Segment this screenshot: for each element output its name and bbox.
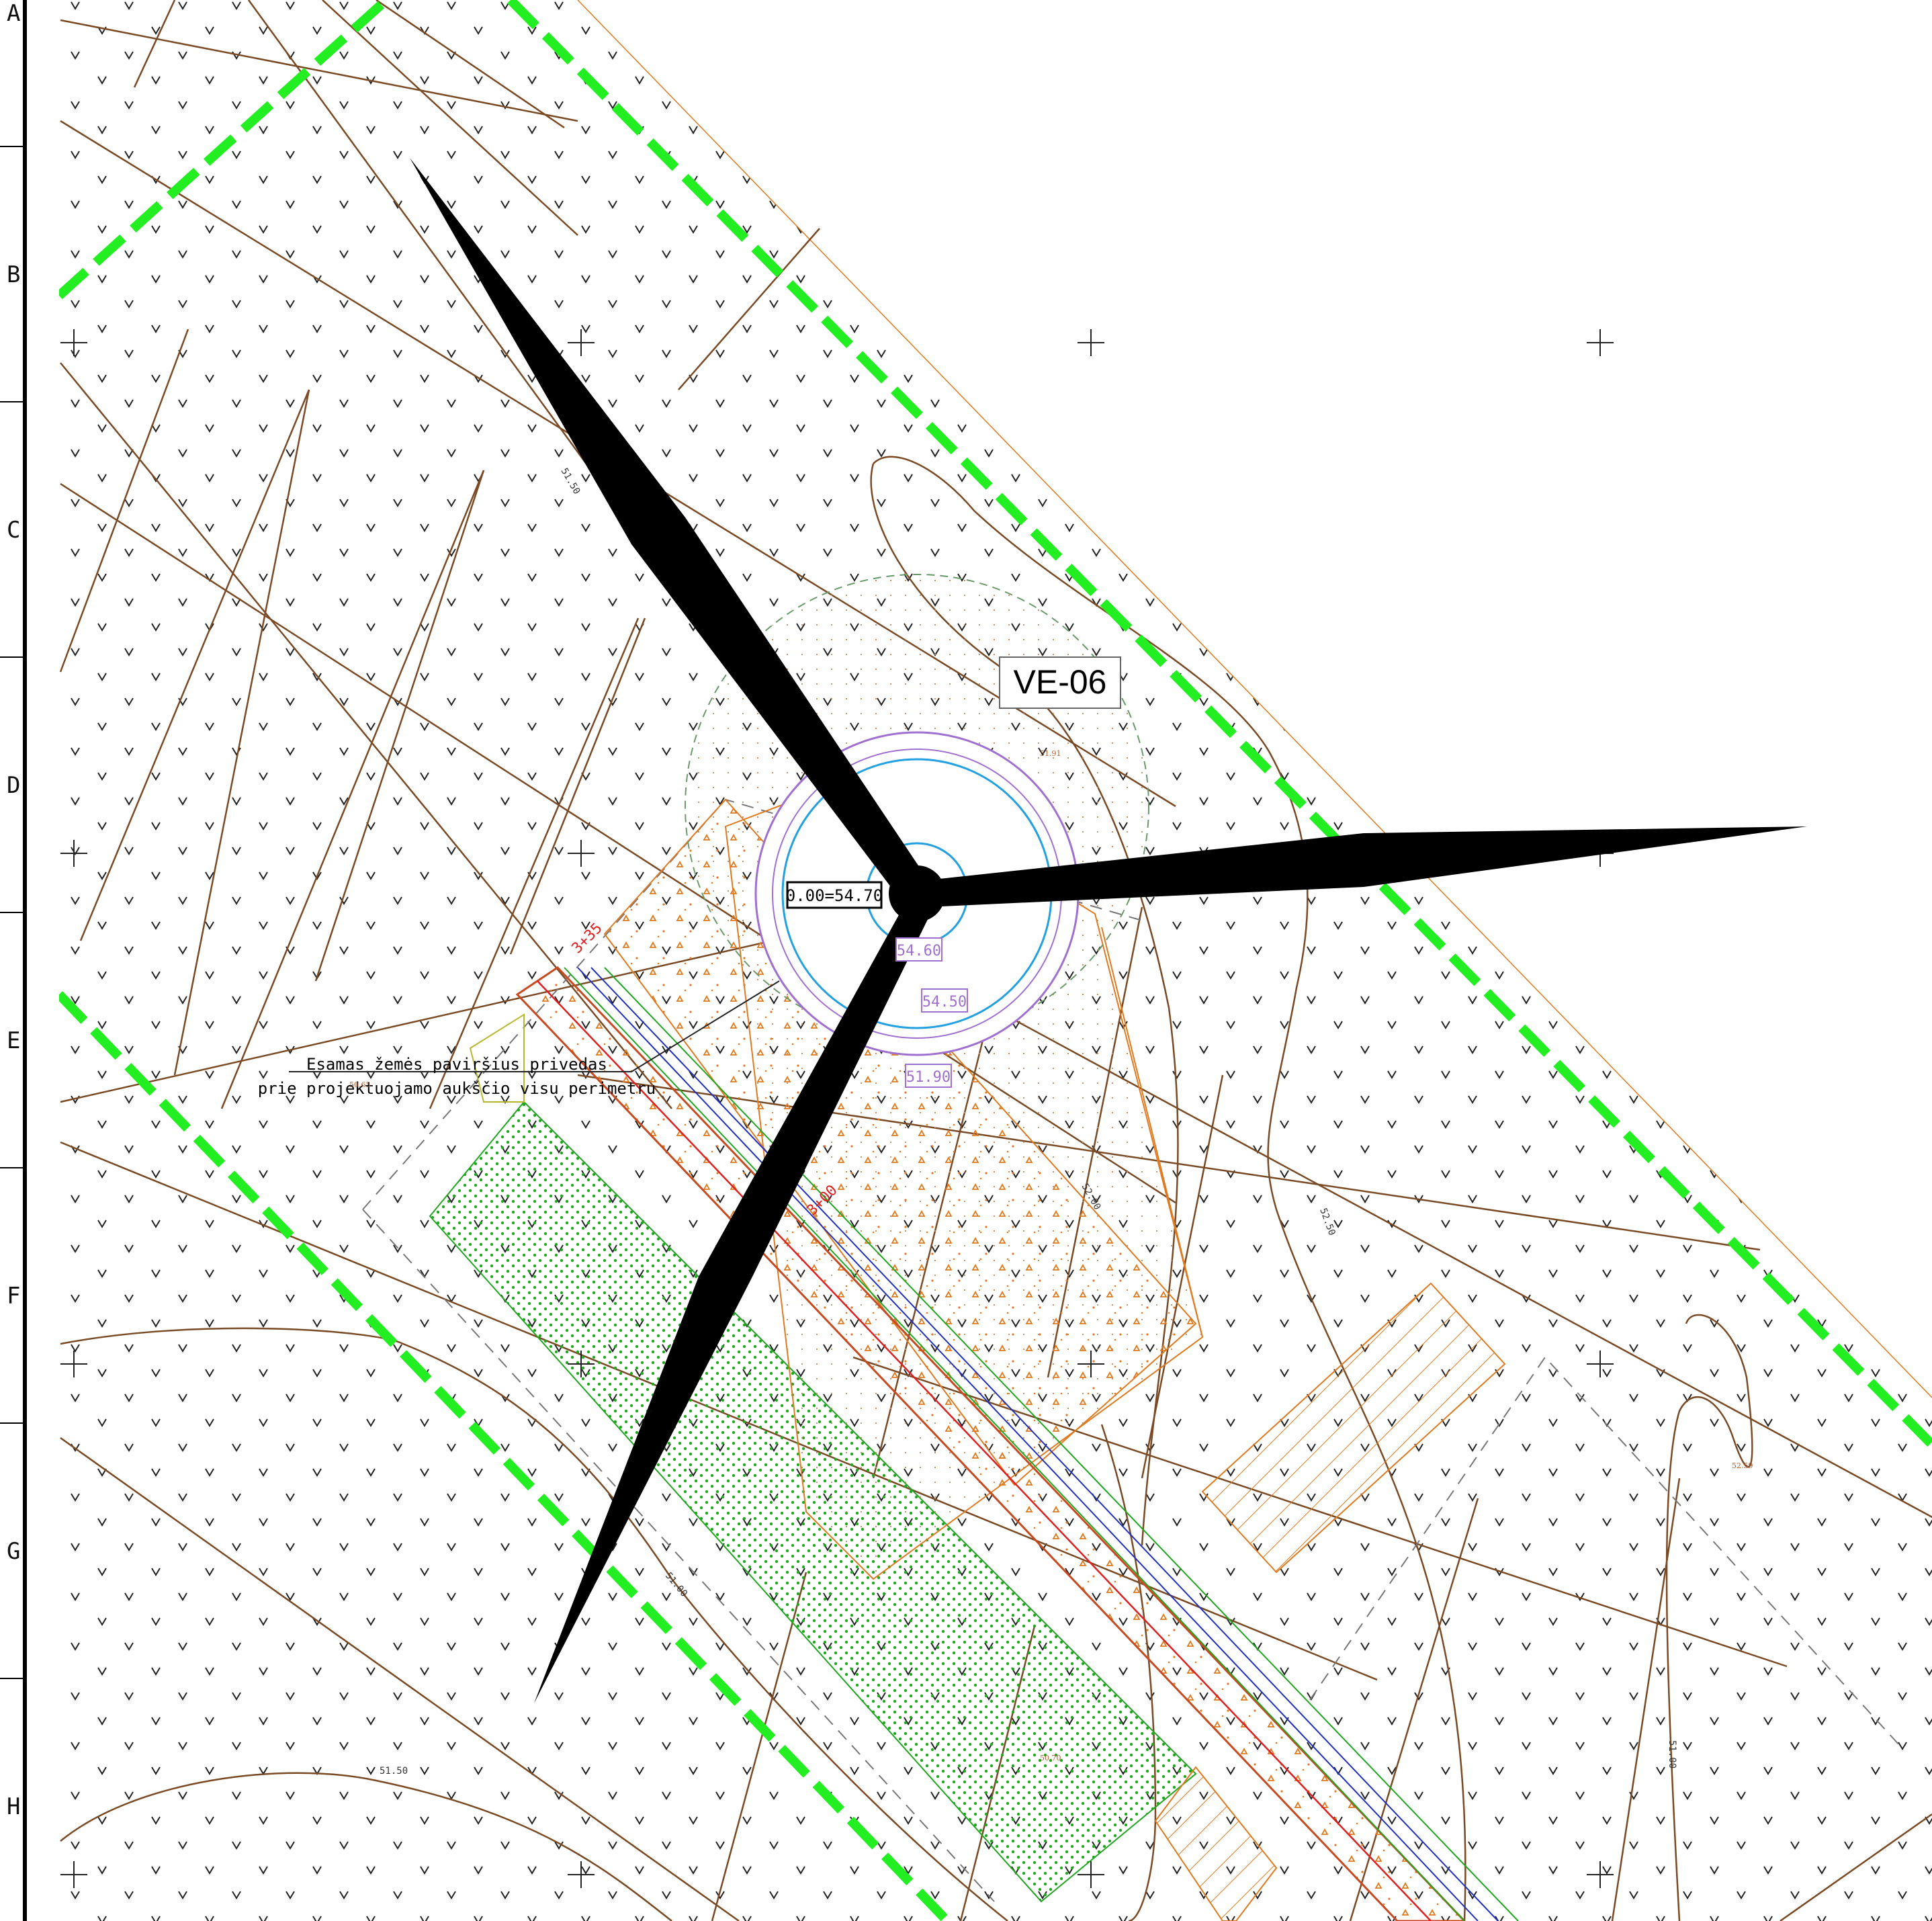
grid-row-h: H xyxy=(7,1793,21,1820)
labels: VE-06 0.00=54.70 54.60 54.50 51.90 Esama… xyxy=(258,466,1753,1777)
elevation-outer: 51.90 xyxy=(906,1069,951,1086)
parcel-boundary xyxy=(59,0,1932,1921)
turbine-id-label: VE-06 xyxy=(1014,663,1107,701)
grid-row-f: F xyxy=(0,1168,23,1424)
storage-block-1 xyxy=(1201,1282,1506,1574)
elevation-middle: 54.50 xyxy=(922,994,967,1011)
grid-row-g: G xyxy=(0,1424,23,1679)
road-ditch xyxy=(577,967,1479,1921)
spot-height-4: 50.70 xyxy=(1040,1754,1061,1762)
turbine-id-box xyxy=(999,656,1121,709)
note-leader xyxy=(289,980,780,1072)
turbine-rotor xyxy=(410,158,1807,1703)
turbine-hub xyxy=(889,865,945,922)
note-line-1: Esamas žemės paviršius privedas xyxy=(306,1055,607,1074)
note-line-2: prie projektuojamo aukščio visu perimetr… xyxy=(258,1079,656,1098)
grid-row-a: A xyxy=(0,0,23,147)
zero-level-label: 0.00=54.70 xyxy=(786,886,883,905)
contour-label-6: 51.00 xyxy=(1667,1740,1677,1768)
grid-row-e: E xyxy=(0,913,23,1168)
grid-row-d: D xyxy=(0,658,23,913)
corner-area xyxy=(469,1013,525,1103)
grid-row-b: B xyxy=(0,147,23,402)
contour-label-2: 51.50 xyxy=(380,1766,408,1777)
elevation-inner: 54.60 xyxy=(897,943,941,959)
road-centerline xyxy=(537,980,1432,1921)
grid-row-c: C xyxy=(0,402,23,658)
spot-height-2: 51.91 xyxy=(1040,749,1061,758)
spot-height-3: 52.59 xyxy=(1732,1461,1753,1470)
road-edge xyxy=(564,967,1465,1921)
storage-block-2 xyxy=(1154,1766,1278,1921)
site-plan: VE-06 0.00=54.70 54.60 54.50 51.90 Esama… xyxy=(59,0,1932,1921)
zero-level-box xyxy=(786,881,883,909)
grid-row-strip: A B C D E F G H xyxy=(0,0,27,1921)
spot-height-1: 50.65 xyxy=(349,1080,371,1089)
